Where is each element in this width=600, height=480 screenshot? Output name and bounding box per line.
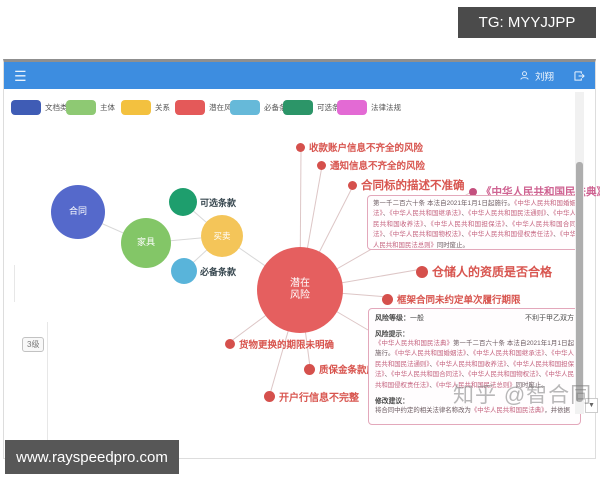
legend-item-subject[interactable]: 主体 bbox=[66, 100, 115, 115]
node-relation[interactable]: 买卖 bbox=[201, 215, 243, 257]
risk-hint-text: 《中华人民共和国民法典》第一千二百六十条 本法自2021年1月1日起施行。《中华… bbox=[375, 340, 575, 389]
risk-dot bbox=[296, 142, 305, 152]
user-area: 刘翔 bbox=[520, 69, 585, 83]
node-furniture[interactable]: 家具 bbox=[121, 218, 171, 268]
legend: 文档类型 主体 关系 潜在风险 必备条款 可选条款 法律法规 bbox=[0, 100, 600, 122]
risk-dot bbox=[416, 265, 428, 278]
legend-swatch bbox=[175, 100, 205, 115]
risk-dot bbox=[348, 180, 357, 190]
app-header: ☰ 刘翔 bbox=[4, 62, 595, 89]
site-watermark-text: www.rayspeedpro.com bbox=[16, 448, 168, 466]
risk-impact: 不利于甲乙双方 bbox=[525, 315, 574, 322]
risk-annotation-goods-exchange[interactable]: 货物更换的期限未明确 bbox=[225, 337, 334, 351]
risk-dot bbox=[225, 339, 235, 349]
risk-hint-label: 风险提示： bbox=[375, 331, 409, 338]
risk-annotation-label: 通知信息不齐全的风险 bbox=[330, 161, 426, 172]
law-article-panel: 第一千二百六十条 本法自2021年1月1日起施行。《中华人民共和国婚姻法》、《中… bbox=[367, 195, 582, 250]
risk-annotation-warehouse-qualification[interactable]: 仓储人的资质是否合格 bbox=[416, 263, 552, 280]
zhihu-watermark: 知乎 @智合同 bbox=[453, 384, 593, 407]
risk-detail-header: 风险等级：一般 不利于甲乙双方 bbox=[375, 313, 574, 323]
legend-item-potential-risk[interactable]: 潜在风险 bbox=[175, 100, 239, 115]
risk-annotation-bank-info[interactable]: 开户行信息不完整 bbox=[264, 389, 359, 404]
legend-item-relation[interactable]: 关系 bbox=[121, 100, 170, 115]
legend-swatch bbox=[337, 100, 367, 115]
node-contract-label: 合同 bbox=[68, 206, 87, 217]
legend-item-law[interactable]: 法律法规 bbox=[337, 100, 401, 115]
legend-item-required-clause[interactable]: 必备条款 bbox=[230, 100, 294, 115]
scroll-down-icon[interactable]: ▼ bbox=[585, 398, 598, 413]
user-name[interactable]: 刘翔 bbox=[534, 71, 554, 83]
legend-swatch bbox=[11, 100, 41, 115]
tg-watermark-text: TG: MYYJJPP bbox=[478, 14, 576, 31]
logout-icon[interactable] bbox=[574, 70, 585, 81]
risk-level: 风险等级：一般 bbox=[375, 313, 424, 323]
risk-suggest-text: 将合同中约定的相关法律名称改为《中华人民共和国民法典》，并依据 bbox=[375, 406, 570, 414]
node-contract[interactable]: 合同 bbox=[51, 185, 105, 239]
legend-swatch bbox=[121, 100, 151, 115]
node-furniture-label: 家具 bbox=[136, 237, 155, 248]
risk-annotation-warranty-deposit[interactable]: 质保金条款应当 bbox=[304, 362, 386, 376]
risk-suggest-label: 修改建议： bbox=[375, 397, 409, 405]
node-required-clause[interactable] bbox=[171, 258, 197, 284]
risk-annotation-framework-term[interactable]: 框架合同未约定单次履行期限 bbox=[382, 292, 521, 306]
node-optional-clause[interactable] bbox=[169, 188, 197, 216]
legend-label: 关系 bbox=[155, 103, 170, 112]
risk-annotation-label: 收款账户信息不齐全的风险 bbox=[309, 143, 424, 154]
risk-annotation-payment-account[interactable]: 收款账户信息不齐全的风险 bbox=[296, 140, 423, 154]
risk-level-label: 风险等级： bbox=[375, 315, 410, 322]
risk-annotation-label: 合同标的描述不准确 bbox=[361, 180, 465, 192]
legend-label: 法律法规 bbox=[371, 103, 401, 112]
menu-icon[interactable]: ☰ bbox=[14, 67, 27, 84]
zoom-level-badge: 3级 bbox=[22, 337, 45, 352]
node-required-clause-label: 必备条款 bbox=[200, 267, 237, 277]
legend-label: 文档类型 bbox=[45, 103, 75, 112]
scrollbar-thumb[interactable] bbox=[576, 162, 583, 402]
node-optional-clause-label: 可选条款 bbox=[200, 198, 237, 208]
legend-swatch bbox=[283, 100, 313, 115]
legend-label: 可选条款 bbox=[317, 103, 347, 112]
risk-annotation-subject-description[interactable]: 合同标的描述不准确 bbox=[348, 177, 465, 193]
legend-label: 潜在风险 bbox=[209, 103, 239, 112]
legend-swatch bbox=[230, 100, 260, 115]
legend-item-document-type[interactable]: 文档类型 bbox=[11, 100, 75, 115]
site-watermark: www.rayspeedpro.com bbox=[5, 440, 179, 474]
risk-dot bbox=[264, 391, 275, 402]
zoom-slider-rail[interactable] bbox=[47, 322, 48, 450]
risk-dot bbox=[382, 293, 393, 305]
risk-dot bbox=[317, 160, 326, 170]
tg-watermark: TG: MYYJJPP bbox=[458, 7, 596, 38]
risk-dot bbox=[304, 363, 315, 375]
risk-annotation-label: 框架合同未约定单次履行期限 bbox=[397, 295, 521, 306]
zoom-slider-track[interactable] bbox=[14, 265, 15, 302]
risk-annotation-label: 质保金条款应当 bbox=[319, 365, 386, 376]
legend-item-optional-clause[interactable]: 可选条款 bbox=[283, 100, 347, 115]
risk-level-value: 一般 bbox=[410, 315, 424, 322]
legend-label: 主体 bbox=[100, 103, 115, 112]
risk-detail-panel: 风险等级：一般 不利于甲乙双方 风险提示： 《中华人民共和国民法典》第一千二百六… bbox=[368, 308, 581, 425]
node-potential-risk[interactable]: 潜在 风险 bbox=[257, 247, 343, 333]
risk-annotation-label: 货物更换的期限未明确 bbox=[239, 340, 335, 351]
legend-swatch bbox=[66, 100, 96, 115]
node-relation-label: 买卖 bbox=[213, 230, 231, 241]
node-potential-risk-label: 潜在 风险 bbox=[290, 277, 310, 302]
risk-annotation-label: 仓储人的资质是否合格 bbox=[432, 265, 553, 279]
legend-label: 必备条款 bbox=[264, 103, 294, 112]
risk-annotation-label: 开户行信息不完整 bbox=[279, 393, 359, 404]
law-article-text: 第一千二百六十条 本法自2021年1月1日起施行。《中华人民共和国婚姻法》、《中… bbox=[373, 200, 577, 249]
risk-annotation-notice-info[interactable]: 通知信息不齐全的风险 bbox=[317, 158, 425, 172]
user-icon[interactable] bbox=[520, 71, 529, 80]
